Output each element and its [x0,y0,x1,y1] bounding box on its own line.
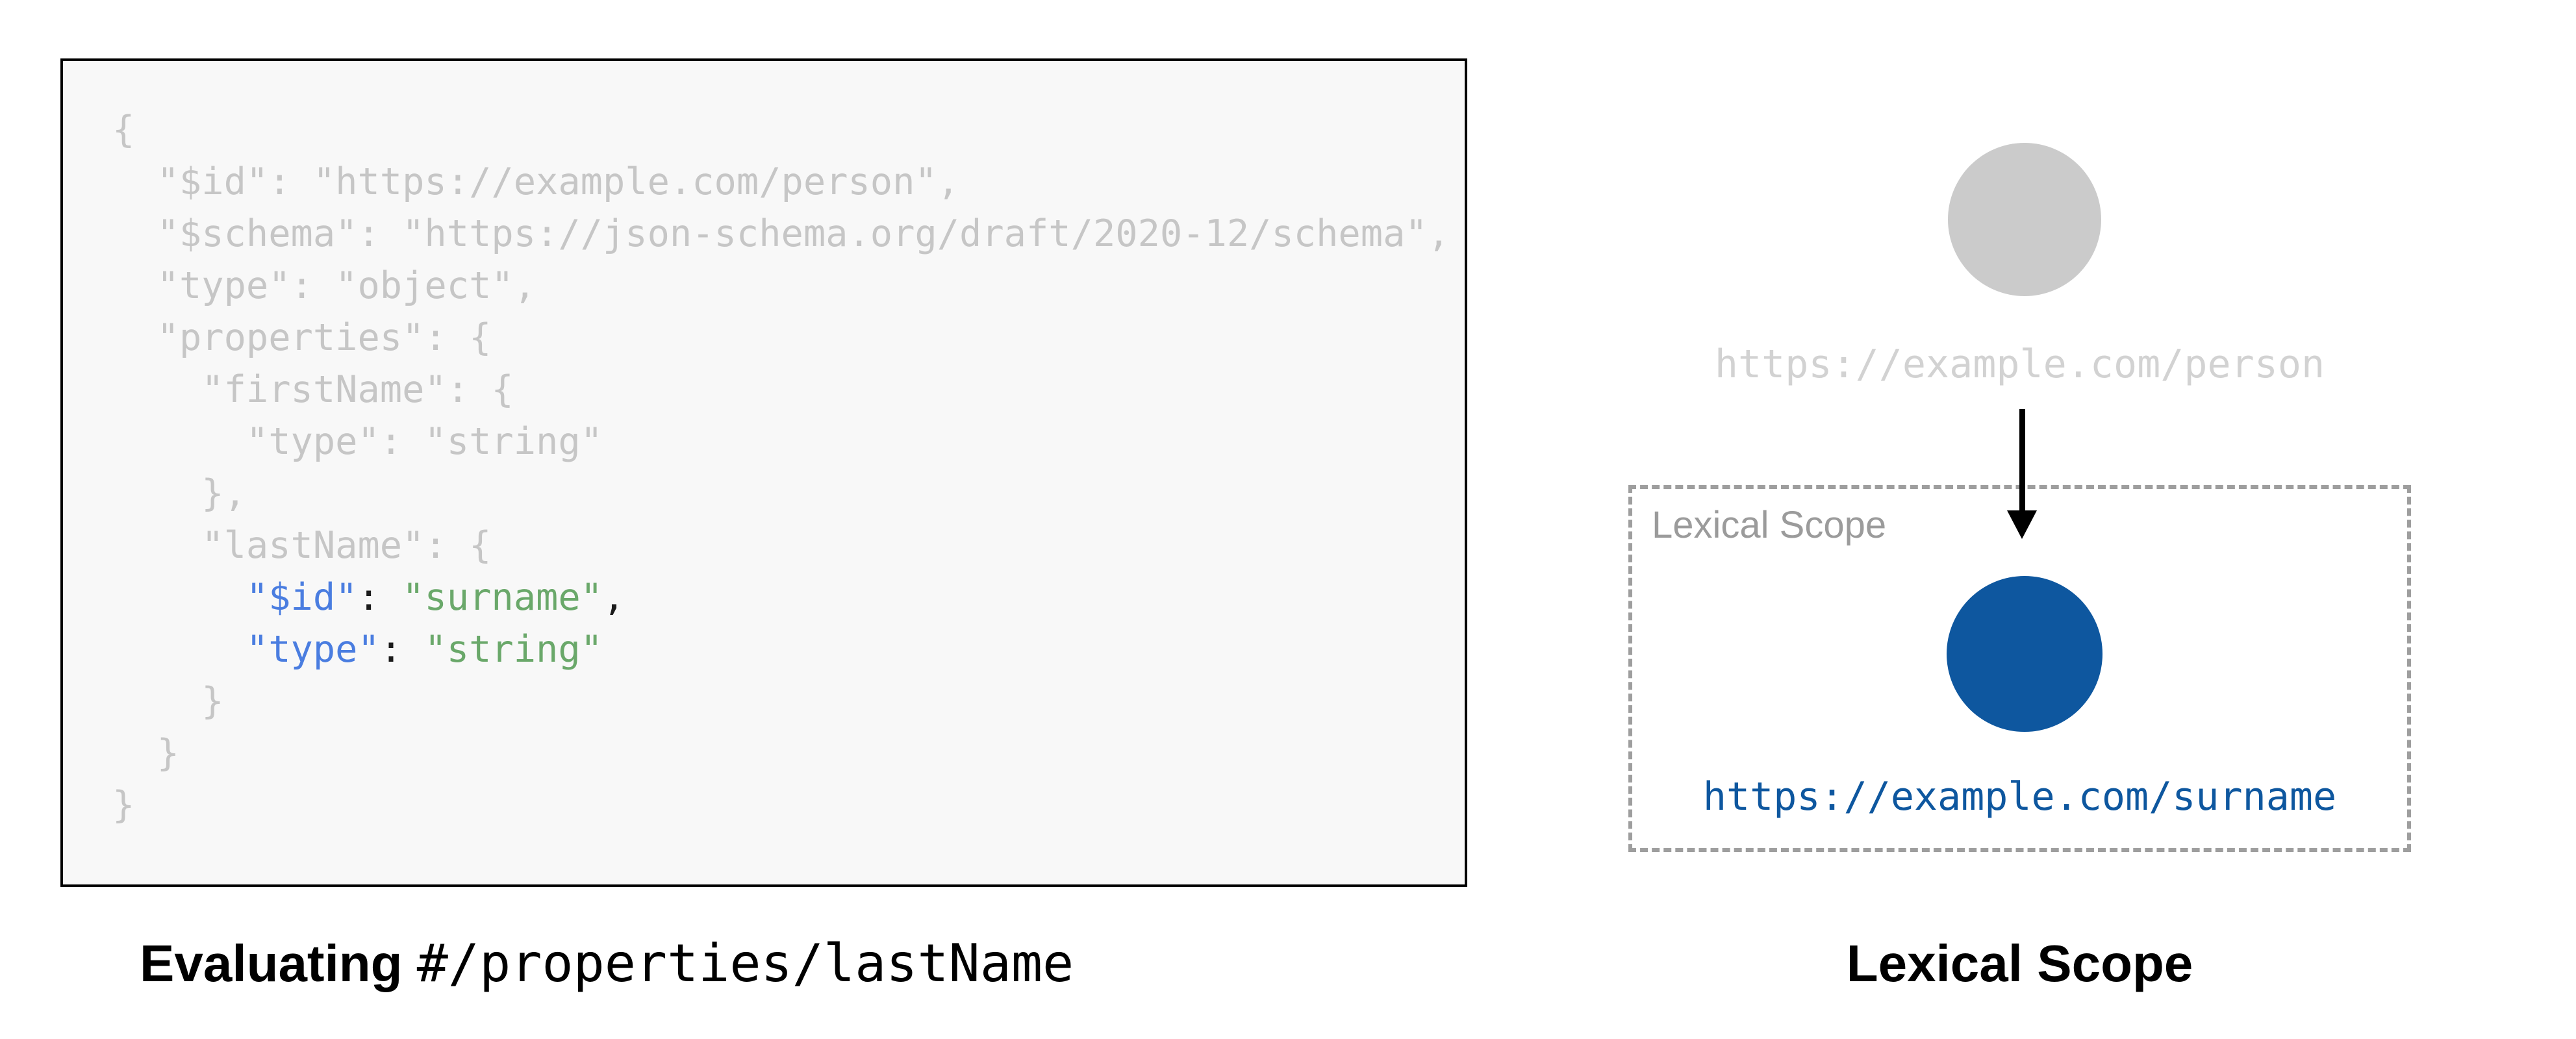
down-arrow-head-icon [2007,510,2037,539]
parent-schema-node-circle [1948,143,2101,296]
code-line: "properties": { [112,316,492,359]
code-line: "$id": "surname", [246,576,625,619]
code-line: } [112,732,179,775]
json-schema-code: { "$id": "https://example.com/person", "… [63,61,1465,884]
code-line: }, [112,472,246,515]
child-schema-uri-label: https://example.com/surname [1702,774,2337,820]
json-schema-code-box: { "$id": "https://example.com/person", "… [60,58,1467,887]
lexical-scope-box-title: Lexical Scope [1652,504,1887,546]
caption-json-pointer: #/properties/lastName [416,933,1074,994]
code-line: "$schema": "https://json-schema.org/draf… [112,212,1450,255]
code-line: } [112,680,224,723]
code-line: "type": "string" [246,628,603,671]
child-schema-node-circle [1947,576,2102,732]
left-figure-caption: Evaluating #/properties/lastName [140,934,1074,994]
down-arrow-shaft [2019,409,2025,512]
code-line: } [112,784,135,827]
code-line: "$id": "https://example.com/person", [112,160,960,203]
right-figure-caption: Lexical Scope [1846,934,2193,992]
parent-schema-uri-label: https://example.com/person [1714,342,2325,387]
code-line: "type": "string" [112,420,603,463]
caption-evaluating-label: Evaluating [140,934,403,992]
code-line: "type": "object", [112,264,537,307]
code-line: "lastName": { [112,524,492,567]
code-line: { [112,108,135,151]
code-line: "firstName": { [112,368,514,411]
